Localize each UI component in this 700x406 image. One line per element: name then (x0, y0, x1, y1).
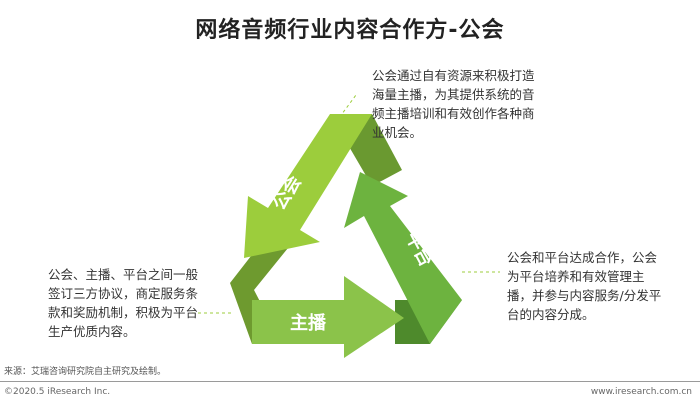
page-title: 网络音频行业内容合作方-公会 (195, 18, 505, 43)
footer-divider (0, 381, 700, 382)
anchor-arrow (252, 276, 404, 358)
guild-arrow (244, 114, 372, 258)
footer-website: www.iresearch.com.cn (590, 387, 692, 397)
platform-note: 公会和平台达成合作，公会为平台培养和有效管理主播，并参与内容服务/分发平台的内容… (507, 250, 662, 322)
footer-copyright: ©2020.5 iResearch Inc. (4, 387, 111, 397)
anchor-note: 公会、主播、平台之间一般签订三方协议，商定服务条款和奖励机制，积极为平台生产优质… (48, 267, 199, 339)
guild-note: 公会通过自有资源来积极打造海量主播，为其提供系统的音频主播培训和有效创作各种商业… (372, 68, 535, 140)
anchor-label: 主播 (290, 312, 327, 334)
source-note: 来源：艾瑞咨询研究院自主研究及绘制。 (4, 367, 167, 377)
platform-arrow (344, 172, 462, 344)
corner-fold-bottom-left (230, 238, 288, 344)
